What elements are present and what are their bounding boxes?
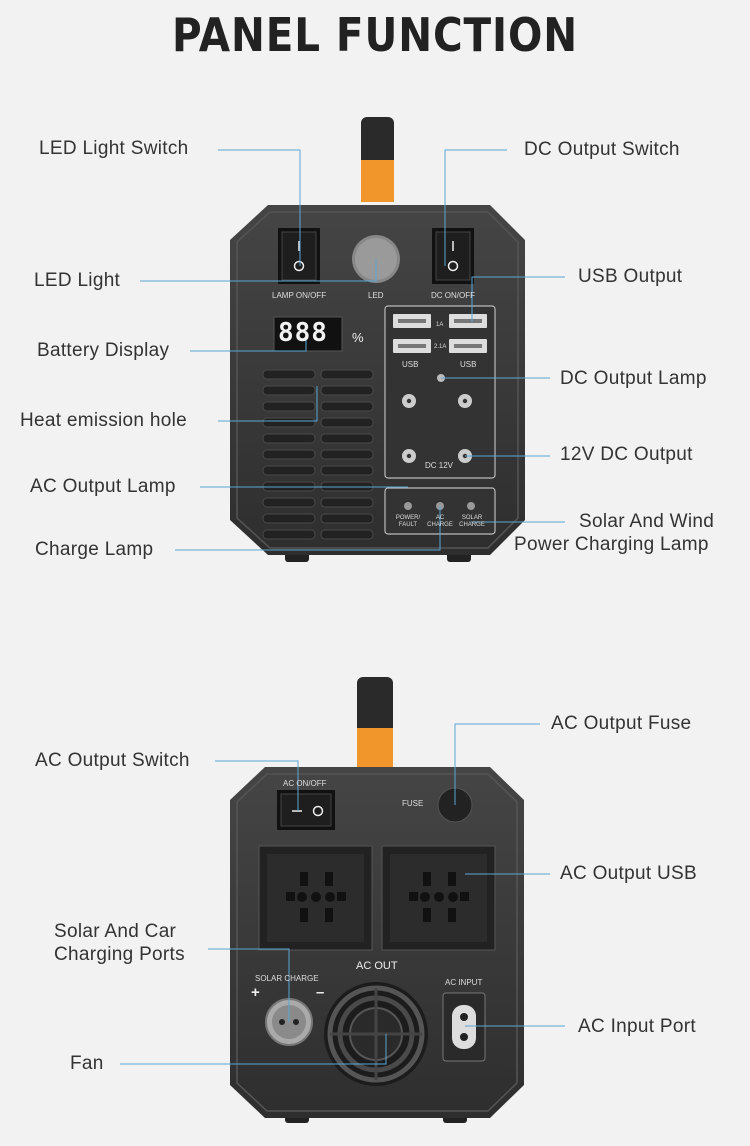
fan (324, 982, 428, 1086)
ac-switch (277, 790, 335, 830)
callout-ac-input-port: AC Input Port (578, 1016, 696, 1037)
usb-21a-label: 2.1A (434, 344, 447, 350)
callout-solar-wind-line2: Power Charging Lamp (514, 534, 709, 555)
usb-1a-label: 1A (436, 322, 444, 328)
ac-onoff-label: AC ON/OFF (283, 779, 327, 788)
minus-sign: – (316, 984, 325, 1001)
fuse-label: FUSE (402, 799, 424, 808)
callout-charge-lamp: Charge Lamp (35, 539, 154, 560)
front-handle-orange (361, 160, 394, 202)
plus-sign: + (251, 984, 260, 1001)
callout-solar-car-line2: Charging Ports (54, 944, 185, 965)
callout-led-light-switch: LED Light Switch (39, 138, 189, 159)
callout-12v-dc-output: 12V DC Output (560, 444, 693, 465)
usb-ports (393, 314, 487, 353)
callout-led-light: LED Light (34, 270, 121, 291)
usb-label-a: USB (402, 360, 419, 369)
callout-usb-output: USB Output (578, 266, 683, 287)
usb-label-b: USB (460, 360, 477, 369)
callout-solar-wind-line1: Solar And Wind (579, 511, 715, 532)
callout-ac-output-fuse: AC Output Fuse (551, 713, 692, 734)
callout-ac-output-lamp: AC Output Lamp (30, 476, 176, 497)
power-fault-lamp (404, 502, 412, 510)
dc-switch (432, 228, 474, 284)
solar-charge-back-label: SOLAR CHARGE (255, 974, 319, 983)
ac-input-label: AC INPUT (445, 978, 483, 987)
callout-battery-display: Battery Display (37, 340, 170, 361)
callout-dc-output-switch: DC Output Switch (524, 139, 680, 160)
lamp-switch (278, 228, 320, 284)
callout-solar-car-line1: Solar And Car (54, 921, 177, 942)
solar-charge-lamp (467, 502, 475, 510)
dc12v-label: DC 12V (425, 461, 454, 470)
lamp-onoff-label: LAMP ON/OFF (272, 291, 327, 300)
callout-dc-output-lamp: DC Output Lamp (560, 368, 707, 389)
back-leader-lines (120, 723, 565, 1065)
dc-onoff-label: DC ON/OFF (431, 291, 475, 300)
battery-display (273, 316, 343, 352)
ac-socket-right (381, 845, 496, 951)
front-leader-lines (140, 149, 565, 551)
ac-socket-left (258, 845, 373, 951)
back-handle (357, 677, 393, 737)
ac-charge-label: AC CHARGE (427, 515, 453, 528)
callout-heat-emission-hole: Heat emission hole (20, 410, 187, 431)
battery-display-digits: 888 (278, 318, 328, 348)
callout-ac-output-switch: AC Output Switch (35, 750, 190, 771)
ac-out-label: AC OUT (356, 960, 398, 972)
heat-vents (262, 369, 374, 540)
page-title: PANEL FUNCTION (171, 8, 579, 62)
callout-ac-output-usb: AC Output USB (560, 863, 697, 884)
callout-fan: Fan (70, 1053, 104, 1074)
percent-sign: % (352, 330, 364, 345)
led-label: LED (368, 291, 384, 300)
back-unit (120, 677, 565, 1123)
power-fault-label: POWER/ FAULT (395, 515, 421, 528)
front-unit (140, 117, 565, 562)
back-handle-orange (357, 728, 393, 768)
solar-charge-label: SOLAR CHARGE (459, 515, 485, 528)
dc-output-panel (384, 305, 496, 479)
